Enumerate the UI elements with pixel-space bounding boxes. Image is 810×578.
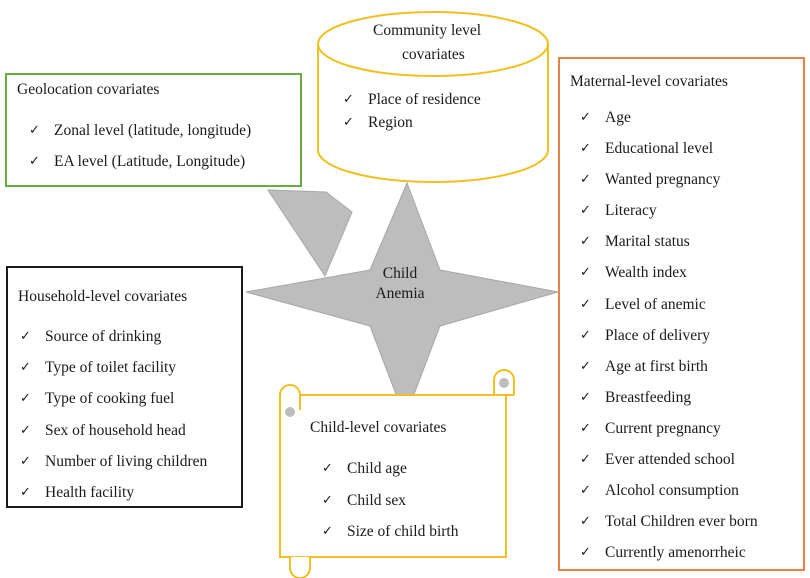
list-item: Wealth index <box>580 257 758 288</box>
geolocation-connector-wedge <box>267 189 353 278</box>
household-list: Source of drinking Type of toilet facili… <box>20 321 207 508</box>
list-item: Place of residence <box>343 88 481 111</box>
list-item: Type of toilet facility <box>20 352 207 383</box>
list-item: Health facility <box>20 477 207 508</box>
community-list: Place of residence Region <box>343 88 481 134</box>
maternal-box: Maternal-level covariates Age Educationa… <box>558 57 805 571</box>
list-item: Number of living children <box>20 446 207 477</box>
list-item: Wanted pregnancy <box>580 164 758 195</box>
list-item: EA level (Latitude, Longitude) <box>29 146 251 177</box>
child-list: Child age Child sex Size of child birth <box>322 453 459 548</box>
center-label-line2: Anemia <box>375 285 425 302</box>
list-item: Breastfeeding <box>580 382 758 413</box>
geolocation-list: Zonal level (latitude, longitude) EA lev… <box>29 115 251 177</box>
geolocation-box: Geolocation covariates Zonal level (lati… <box>5 73 302 187</box>
list-item: Ever attended school <box>580 444 758 475</box>
community-title-line2: covariates <box>402 46 465 63</box>
list-item: Marital status <box>580 226 758 257</box>
geolocation-title: Geolocation covariates <box>17 81 160 98</box>
household-box: Household-level covariates Source of dri… <box>6 266 243 508</box>
community-title-line1: Community level <box>373 22 482 39</box>
list-item: Region <box>343 111 481 134</box>
list-item: Child sex <box>322 485 459 517</box>
list-item: Sex of household head <box>20 415 207 446</box>
list-item: Type of cooking fuel <box>20 383 207 414</box>
list-item: Alcohol consumption <box>580 475 758 506</box>
list-item: Total Children ever born <box>580 506 758 537</box>
list-item: Current pregnancy <box>580 413 758 444</box>
list-item: Currently amenorrheic <box>580 537 758 568</box>
household-title: Household-level covariates <box>18 288 188 305</box>
list-item: Age <box>580 102 758 133</box>
center-label: Child Anemia <box>360 264 440 304</box>
maternal-list: Age Educational level Wanted pregnancy L… <box>580 102 758 569</box>
list-item: Literacy <box>580 195 758 226</box>
list-item: Educational level <box>580 133 758 164</box>
list-item: Child age <box>322 453 459 485</box>
center-label-line1: Child <box>382 265 418 282</box>
child-title: Child-level covariates <box>310 419 447 436</box>
maternal-title: Maternal-level covariates <box>570 73 728 90</box>
list-item: Zonal level (latitude, longitude) <box>29 115 251 146</box>
list-item: Age at first birth <box>580 351 758 382</box>
list-item: Source of drinking <box>20 321 207 352</box>
list-item: Size of child birth <box>322 516 459 548</box>
list-item: Level of anemic <box>580 289 758 320</box>
list-item: Place of delivery <box>580 320 758 351</box>
